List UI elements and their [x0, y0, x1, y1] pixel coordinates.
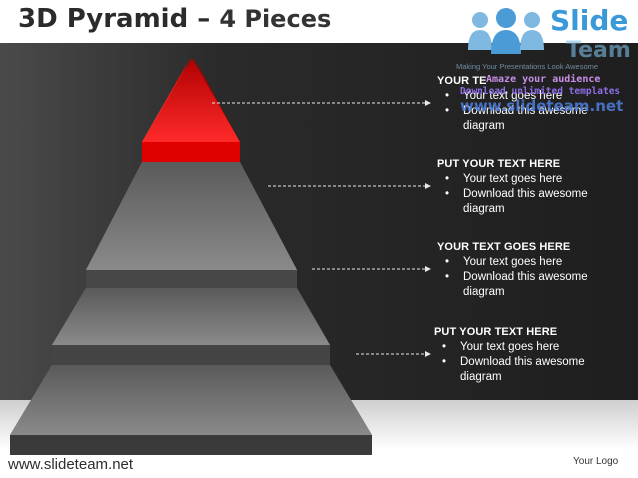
block-1-bullet-1: • Your text goes here [437, 89, 593, 104]
block-4-heading: PUT YOUR TEXT HERE [434, 326, 558, 338]
watermark-line-1: Amaze your audience [486, 74, 601, 85]
bullet-icon: • [445, 271, 450, 283]
bullet-icon: • [445, 90, 450, 102]
text-block-4: PUT YOUR TEXT HERE •Your text goes here … [434, 325, 590, 385]
bullet-icon: • [445, 105, 450, 117]
connector-arrow-1 [425, 100, 431, 106]
watermark-line-3: www.slideteam.net [460, 97, 624, 115]
footer-website: www.slideteam.net [8, 456, 134, 473]
block-2-heading: PUT YOUR TEXT HERE [437, 158, 561, 170]
pyramid-tier-3 [52, 288, 330, 365]
bullet-icon: • [445, 256, 450, 268]
block-3-bullet-2-text: Download this awesome diagram [463, 271, 588, 298]
block-2-bullet-1-text: Your text goes here [463, 173, 563, 185]
footer-logo-placeholder: Your Logo [573, 456, 619, 467]
watermark-line-2: Download unlimited templates [460, 86, 621, 97]
logo-word-slide: Slide [550, 4, 629, 37]
title-main: 3D Pyramid [18, 4, 189, 34]
block-1-bullet-1-text: Your text goes here [463, 90, 563, 102]
block-1-bullet-2: • Download this awesome diagram [437, 104, 593, 134]
block-4-bullet-2-text: Download this awesome diagram [460, 356, 585, 383]
tier-2-front-edge [86, 270, 297, 288]
text-block-3: YOUR TEXT GOES HERE • Your text goes here… [437, 240, 593, 300]
bullet-icon: • [442, 356, 447, 368]
tier-3-top-face [52, 288, 330, 345]
block-4-bullet-1: • Your text goes here [434, 340, 590, 355]
connector-arrow-2 [425, 183, 431, 189]
tier-4-front-edge [10, 435, 372, 455]
connector-arrow-3 [425, 266, 431, 272]
block-2-bullet-1: • Your text goes here [437, 172, 593, 187]
pyramid-tier-2 [86, 162, 297, 288]
tier-4-top-face [10, 365, 372, 435]
text-block-2: PUT YOUR TEXT HERE •Your text goes here … [437, 157, 593, 217]
block-2-bullet-2-text: Download this awesome diagram [463, 188, 588, 215]
connector-arrow-4 [425, 351, 431, 357]
block-3-heading: YOUR TEXT GOES HERE [437, 241, 571, 253]
block-1-heading: YOUR TE [437, 75, 487, 87]
tier-2-top-face [86, 162, 297, 270]
pyramid-tier-1 [142, 58, 240, 162]
block-3-bullet-1: • Your text goes here [437, 255, 593, 270]
slideteam-people-icon [468, 8, 544, 54]
logo-tagline: Making Your Presentations Look Awesome [456, 62, 599, 71]
bullet-icon: • [445, 173, 450, 185]
text-block-1: YOUR TE • Your text goes here • Download t… [437, 74, 593, 134]
bullet-icon: • [442, 341, 447, 353]
logo-word-team: Team [566, 38, 631, 63]
block-3-bullet-2: • Download this awesome diagram [437, 270, 593, 300]
block-4-bullet-2: • Download this awesome diagram [434, 355, 590, 385]
slide-title: 3D Pyramid – 4 Pieces [18, 4, 331, 34]
pyramid-tier-4 [10, 365, 372, 455]
title-dash: – [188, 4, 220, 34]
block-2-bullet-2: • Download this awesome diagram [437, 187, 593, 217]
title-sub: 4 Pieces [219, 5, 332, 33]
tier-1-front-face [142, 58, 240, 142]
bullet-icon: • [445, 188, 450, 200]
block-4-bullet-1-text: Your text goes here [460, 341, 560, 353]
block-1-bullet-2-text: Download this awesome diagram [463, 105, 588, 132]
tier-3-front-edge [52, 345, 330, 365]
tier-1-front-edge [142, 142, 240, 162]
block-3-bullet-1-text: Your text goes here [463, 256, 563, 268]
